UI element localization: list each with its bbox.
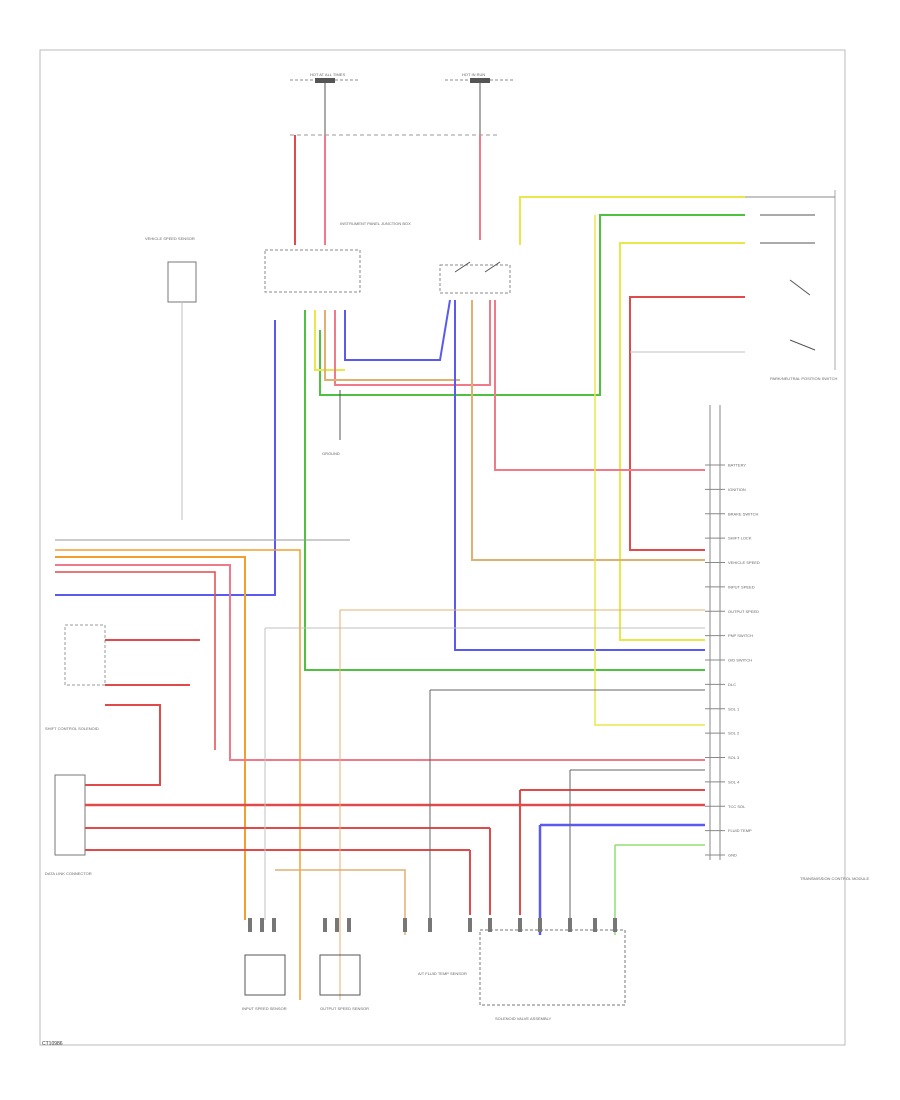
diagram-border: [39, 49, 846, 1046]
tcm-pin-label: FLUID TEMP: [728, 828, 752, 833]
tcm-pin-label: PNP SWITCH: [728, 633, 753, 638]
connector-pin: [248, 918, 252, 932]
tcm-pin-label: BATTERY: [728, 463, 746, 468]
tcm-pin-label: BRAKE SWITCH: [728, 511, 759, 516]
vss-label: VEHICLE SPEED SENSOR: [145, 236, 195, 241]
ground-label: GROUND: [322, 451, 340, 456]
fuse-box-1-label: HOT AT ALL TIMES: [310, 72, 345, 77]
solenoid-label: SOLENOID VALVE ASSEMBLY: [495, 1016, 552, 1021]
connector-pin: [272, 918, 276, 932]
tcm-pin-label: INPUT SPEED: [728, 584, 755, 589]
tcm-pin-label: SOL 1: [728, 706, 740, 711]
connector-pin: [428, 918, 432, 932]
switch-block: PARK/NEUTRAL POSITION SWITCH: [745, 190, 837, 381]
relay-switch: [439, 261, 511, 294]
connector-pin: [488, 918, 492, 932]
tcm-label: TRANSMISSION CONTROL MODULE: [800, 876, 870, 881]
tcm-pin-label: GND: [728, 853, 737, 858]
connector-pin: [335, 918, 339, 932]
input-speed-sensor: INPUT SPEED SENSOR: [242, 954, 287, 1011]
solenoid-valve-assembly: SOLENOID VALVE ASSEMBLY: [479, 929, 626, 1021]
connector-pin: [518, 918, 522, 932]
shift-control: SHIFT CONTROL SOLENOID: [45, 624, 200, 786]
connector-pin: [403, 918, 407, 932]
fluid-temp-sensor: A/T FLUID TEMP SENSOR: [418, 971, 467, 976]
tcm-pin-list: BATTERY IGNITION BRAKE SWITCH SHIFT LOCK VEH…: [705, 463, 760, 858]
connector-pin: [613, 918, 617, 932]
connector-pin: [468, 918, 472, 932]
data-link-connector: DATA LINK CONNECTOR: [45, 774, 705, 876]
tcm-pin-label: OUTPUT SPEED: [728, 609, 759, 614]
tcm-pin-label: SOL 4: [728, 779, 740, 784]
tcm-pin-label: SOL 2: [728, 731, 740, 736]
fuse-box-2-label: HOT IN RUN: [462, 72, 485, 77]
tcm-pin-label: TCC SOL: [728, 804, 746, 809]
connector-pin: [260, 918, 264, 932]
connector-pin: [593, 918, 597, 932]
figure-code: CT10986: [42, 1041, 63, 1047]
tcm-connector: TRANSMISSION CONTROL MODULE: [709, 405, 870, 881]
junction-box: INSTRUMENT PANEL JUNCTION BOX: [264, 221, 411, 293]
pnp-label: PARK/NEUTRAL POSITION SWITCH: [770, 376, 837, 381]
connector-pin: [538, 918, 542, 932]
tcm-pin-label: SHIFT LOCK: [728, 536, 752, 541]
tcm-pin-label: SOL 3: [728, 755, 740, 760]
connector-pin: [347, 918, 351, 932]
vehicle-speed-sensor: VEHICLE SPEED SENSOR: [145, 236, 197, 520]
shift-control-label: SHIFT CONTROL SOLENOID: [45, 726, 99, 731]
tcm-pin-label: VEHICLE SPEED: [728, 560, 760, 565]
connector-pin: [323, 918, 327, 932]
dlc-label: DATA LINK CONNECTOR: [45, 871, 92, 876]
junction-box-label: INSTRUMENT PANEL JUNCTION BOX: [340, 221, 411, 226]
tcm-pin-label: O/D SWITCH: [728, 658, 752, 663]
bottom-connector-ticks: [248, 918, 617, 932]
tcm-pin-label: DLC: [728, 682, 736, 687]
connector-pin: [568, 918, 572, 932]
tcm-pin-label: IGNITION: [728, 487, 746, 492]
output-speed-sensor: OUTPUT SPEED SENSOR: [319, 954, 369, 1011]
output-speed-label: OUTPUT SPEED SENSOR: [320, 1006, 369, 1011]
fluid-temp-label: A/T FLUID TEMP SENSOR: [418, 971, 467, 976]
input-speed-label: INPUT SPEED SENSOR: [242, 1006, 287, 1011]
